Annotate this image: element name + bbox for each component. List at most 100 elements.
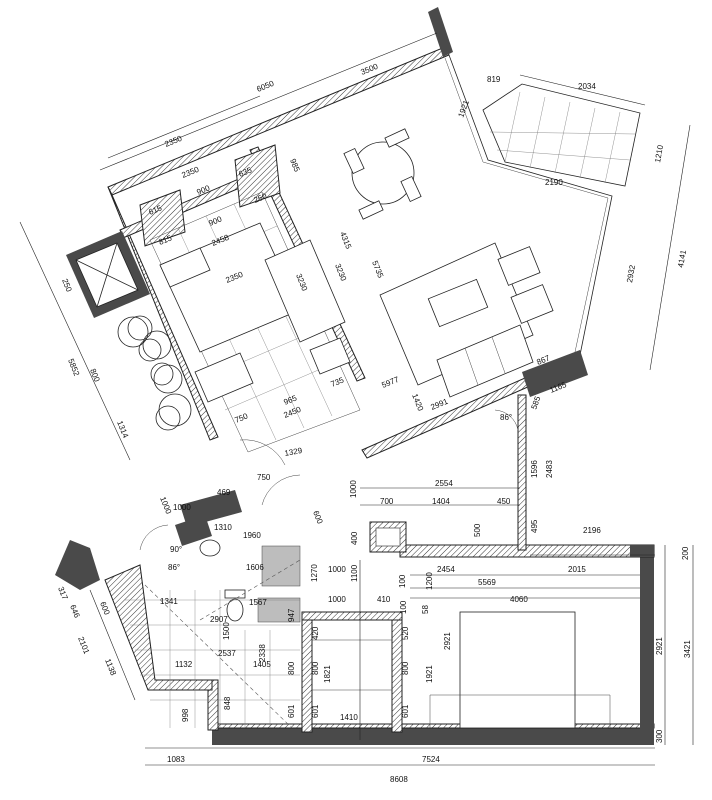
dim-1596: 1596 (530, 460, 539, 478)
dim-1500: 1500 (222, 622, 231, 640)
dim-4315: 4315 (338, 230, 353, 250)
dim-1000-corr-a: 1000 (158, 495, 173, 515)
dim-100-b: 100 (399, 600, 408, 614)
dim-4060: 4060 (510, 595, 528, 604)
dim-500: 500 (473, 523, 482, 537)
dim-5977: 5977 (380, 375, 400, 390)
dim-1310: 1310 (214, 523, 232, 532)
armchair-b (510, 284, 554, 324)
living-window (448, 54, 613, 356)
dim-965: 965 (282, 393, 298, 407)
dim-balcony-2190: 2190 (545, 178, 563, 187)
entrance-floor-grid (125, 590, 300, 728)
dim-750-a: 750 (233, 411, 249, 425)
dim-601-b: 601 (311, 704, 320, 718)
sofa-bed-left (194, 352, 254, 403)
upper-rotated-wing (66, 7, 641, 527)
dim-400: 400 (350, 531, 359, 545)
dim-100: 100 (398, 574, 407, 588)
dim-7524: 7524 (422, 755, 440, 764)
column-top-right (428, 7, 453, 57)
dim-2350-bed: 2350 (180, 165, 200, 180)
dim-1083: 1083 (167, 755, 185, 764)
wardrobe (264, 239, 346, 343)
dim-450: 450 (497, 497, 511, 506)
bed-pillow (159, 247, 211, 288)
dim-1000-kb: 1000 (328, 595, 346, 604)
shaft (66, 231, 150, 318)
bottom-wall (212, 728, 654, 745)
dim-1606: 1606 (246, 563, 264, 572)
bed-lower (459, 611, 576, 729)
dim-2537: 2537 (218, 649, 236, 658)
dim-985: 985 (288, 157, 302, 173)
bedroom-lower-wall (180, 490, 242, 527)
night-stand (309, 337, 351, 375)
dim-1410: 1410 (340, 713, 358, 722)
dim-800-a: 800 (287, 661, 296, 675)
dim-2196: 2196 (583, 526, 601, 535)
dim-2454: 2454 (437, 565, 455, 574)
dim-2350-top: 2350 (163, 134, 183, 149)
dim-1420: 1420 (410, 392, 425, 412)
dim-right-4141: 4141 (676, 249, 688, 269)
partition-c (301, 611, 403, 621)
planter-group (117, 315, 192, 431)
dim-5569: 5569 (478, 578, 496, 587)
dim-800-c: 800 (401, 661, 410, 675)
dim-1270: 1270 (310, 564, 319, 582)
dim-90: 90° (170, 545, 182, 554)
dim-5852: 5852 (66, 357, 81, 377)
dim-1138: 1138 (103, 657, 118, 677)
door-swing-entry (261, 474, 301, 506)
dim-2991: 2991 (429, 397, 449, 412)
dim-3421: 3421 (683, 640, 692, 658)
coffee-table (427, 278, 489, 328)
dim-410: 410 (377, 595, 391, 604)
dim-800-b: 800 (311, 661, 320, 675)
dim-2554: 2554 (435, 479, 453, 488)
shower-tray (261, 545, 301, 587)
armchair-a (497, 246, 541, 286)
dim-1921: 1921 (425, 665, 434, 683)
dim-58: 58 (421, 605, 430, 614)
right-wall (640, 545, 654, 745)
dim-300: 300 (655, 729, 664, 743)
door-swing-bath (139, 524, 169, 551)
dim-750-corr: 750 (257, 473, 271, 482)
dim-k-1000-top: 1000 (349, 480, 358, 498)
dim-2015: 2015 (568, 565, 586, 574)
dim-1404: 1404 (432, 497, 450, 506)
dining-set (343, 128, 422, 220)
dim-646: 646 (68, 603, 82, 619)
dim-2921-a: 2921 (443, 632, 452, 650)
column-living (522, 350, 588, 397)
entrance-wall (104, 564, 213, 691)
dim-1000-corr-b: 1000 (173, 503, 191, 512)
dim-2483: 2483 (545, 460, 554, 478)
dim-balcony-top: 3500 (359, 62, 379, 77)
dim-86-angle: 86° (500, 413, 512, 422)
dim-601-c: 601 (401, 704, 410, 718)
dim-947: 947 (287, 608, 296, 622)
dim-1132: 1132 (175, 660, 193, 669)
dim-1960: 1960 (243, 531, 261, 540)
dim-2907: 2907 (210, 615, 228, 624)
dim-600-corr: 600 (311, 509, 325, 525)
living-furniture (379, 242, 554, 398)
dim-250-left: 250 (60, 277, 74, 293)
dim-outer-top: 6050 (255, 79, 275, 94)
dim-1567: 1567 (249, 598, 267, 607)
dim-200: 200 (681, 546, 690, 560)
closet-wall-a (234, 144, 281, 208)
left-wall (107, 186, 219, 441)
dim-585: 585 (529, 395, 542, 411)
dim-317: 317 (56, 585, 70, 601)
dim-800-left: 800 (88, 367, 102, 383)
dim-520: 520 (401, 626, 410, 640)
dim-1314: 1314 (115, 419, 130, 439)
dim-balcony-819: 819 (487, 75, 501, 84)
dim-2101: 2101 (76, 635, 91, 655)
dim-420: 420 (311, 626, 320, 640)
